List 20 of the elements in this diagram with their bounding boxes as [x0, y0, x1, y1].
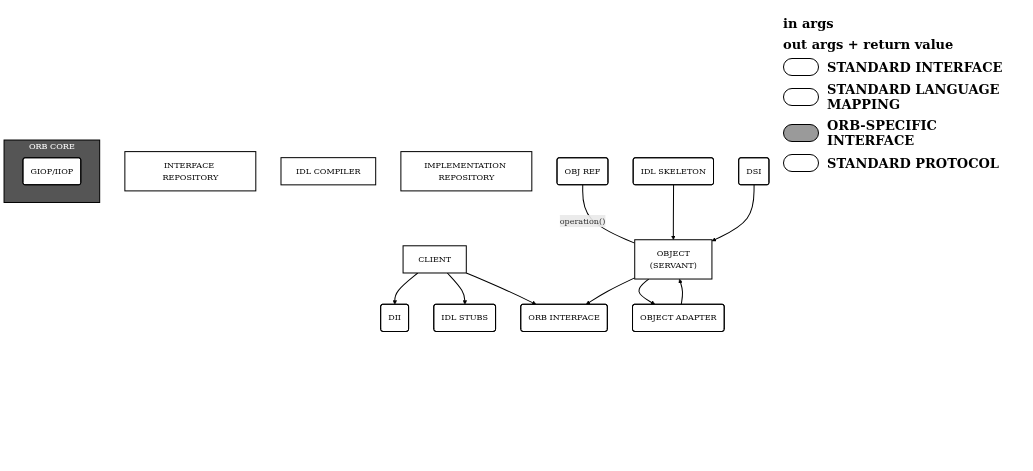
legend-label: STANDARD LANGUAGE MAPPING — [827, 82, 1001, 112]
edge-label: operation() — [559, 215, 606, 226]
arrow — [392, 272, 419, 305]
arrow — [711, 184, 755, 242]
arrow — [638, 278, 656, 305]
node-box: IMPLEMENTATION REPOSITORY — [400, 150, 533, 192]
node-box: IDL COMPILER — [280, 156, 377, 186]
arrow — [678, 278, 683, 305]
arrow — [446, 272, 468, 305]
node-box: OBJECT (SERVANT) — [634, 239, 713, 280]
arrow — [585, 277, 636, 305]
node-box: INTERFACE REPOSITORY — [124, 150, 257, 192]
annotation-text: out args + return value — [783, 37, 955, 52]
legend-label: ORB-SPECIFIC INTERFACE — [827, 118, 938, 148]
legend-label: STANDARD PROTOCOL — [827, 155, 999, 171]
legend-label: STANDARD INTERFACE — [827, 59, 1003, 75]
arrow — [465, 272, 537, 305]
node-box: CLIENT — [402, 245, 467, 274]
arrow — [671, 184, 676, 240]
annotation-text: in args — [783, 16, 835, 31]
